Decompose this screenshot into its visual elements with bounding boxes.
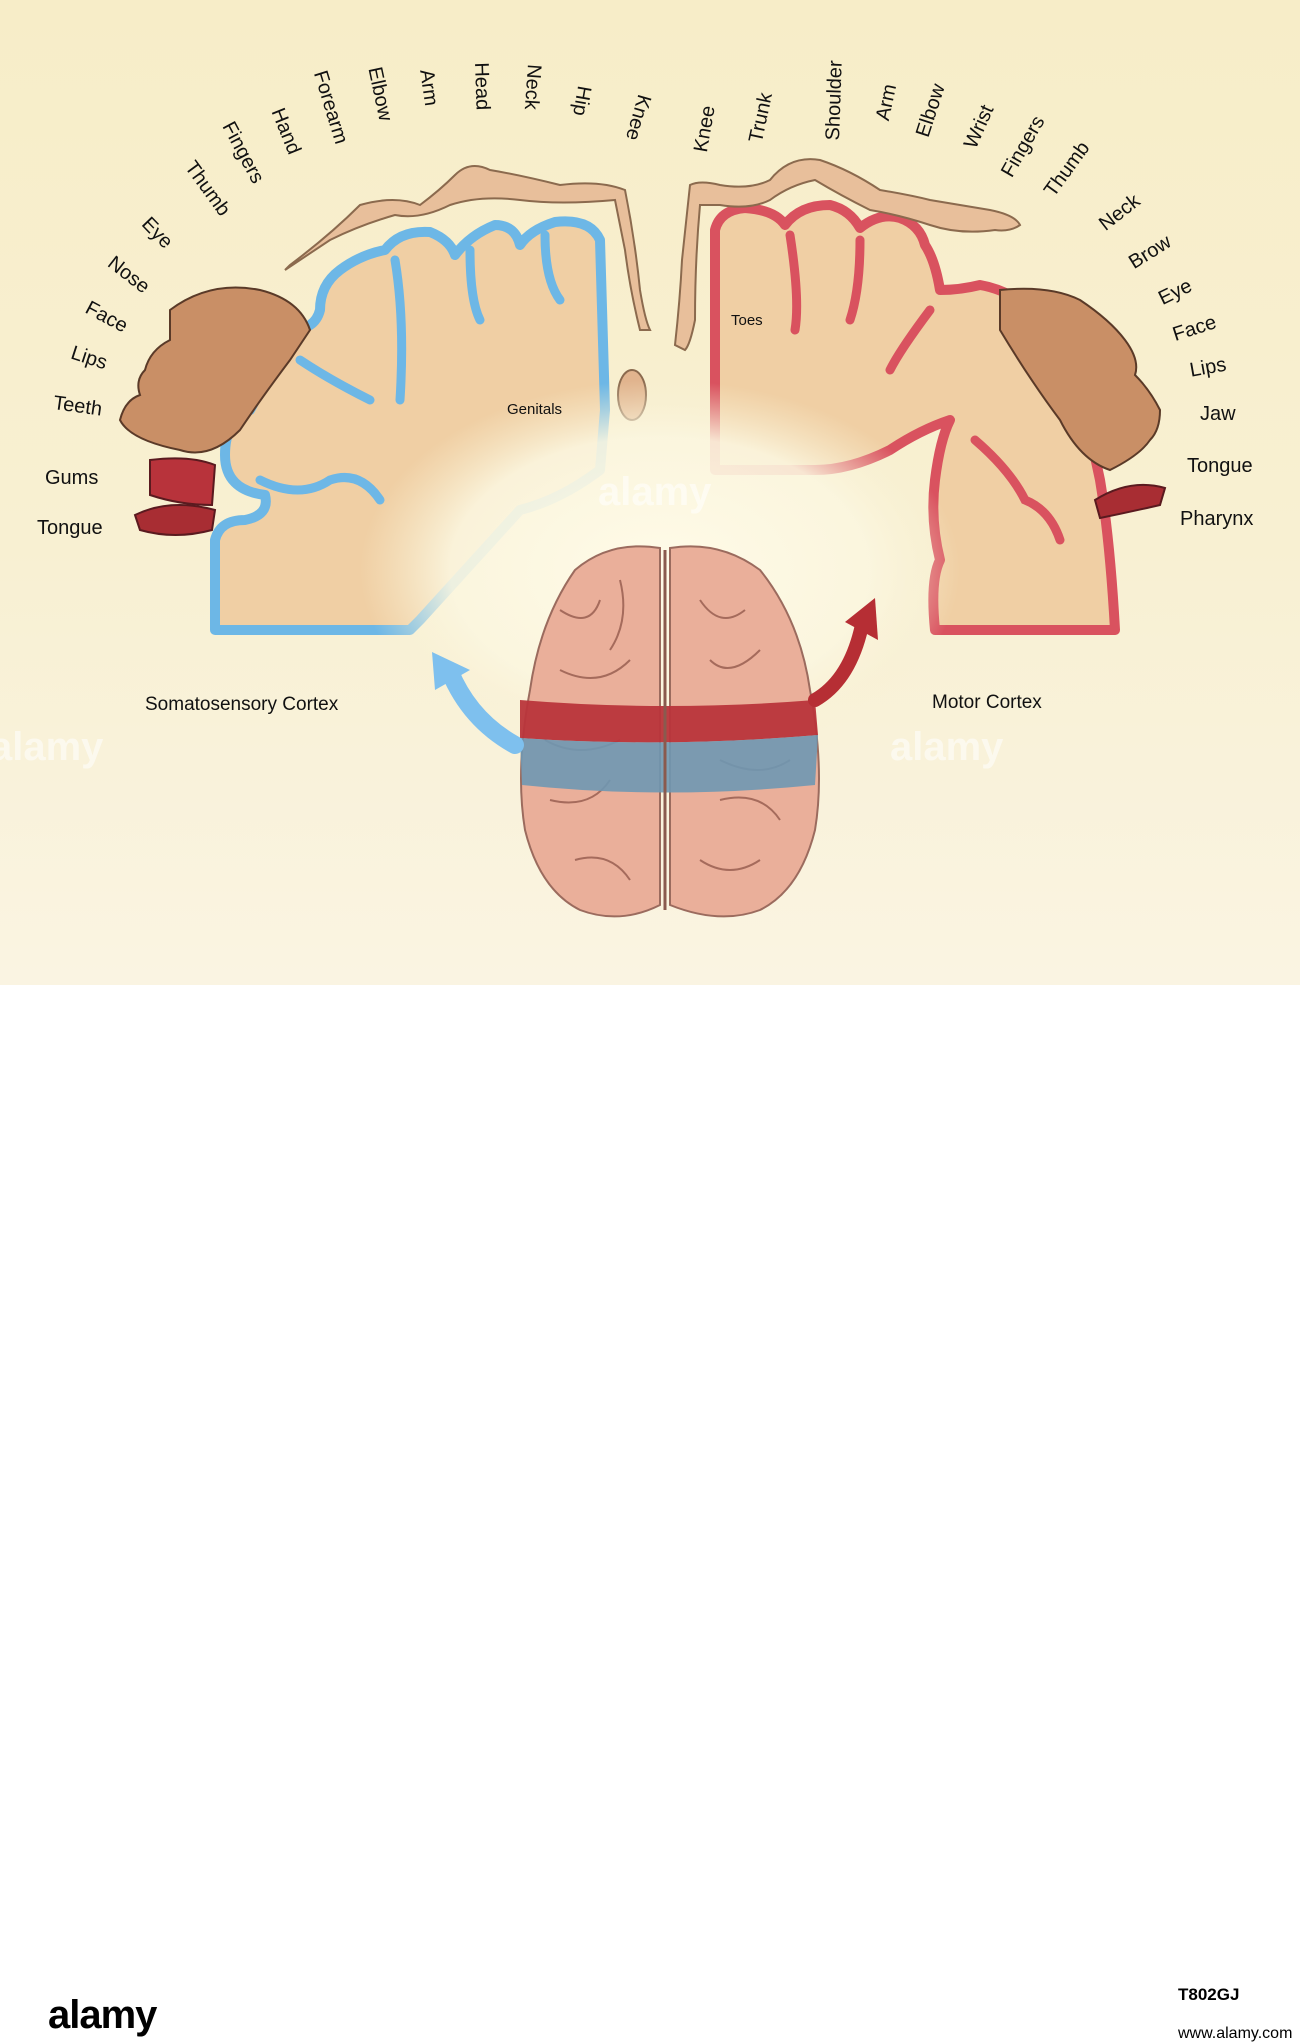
sensory-tongue (133, 504, 217, 536)
motor-arrow (808, 618, 869, 707)
label-arm-sensory: Arm (415, 68, 443, 108)
image-id: T802GJ (1178, 1985, 1240, 2004)
diagram-drawing (118, 158, 1167, 918)
sensory-arrowhead (432, 652, 470, 690)
caption-motor-cortex: Motor Cortex (932, 692, 1042, 713)
label-jaw: Jaw (1200, 403, 1236, 425)
label-gums: Gums (45, 467, 99, 489)
motor-band (520, 700, 818, 743)
label-head: Head (470, 62, 494, 111)
watermark-center: alamy (598, 470, 712, 514)
somatosensory-gyri (210, 216, 610, 635)
label-shoulder: Shoulder (822, 59, 847, 141)
sensory-arrow (441, 663, 524, 754)
somatosensory-cortex-section (118, 165, 652, 635)
motor-arrowhead (845, 598, 878, 640)
label-neck-sensory: Neck (519, 63, 545, 111)
watermark-left: alamy (0, 725, 104, 769)
brain-top-view (432, 545, 878, 918)
somatosensory-sulcus (255, 230, 565, 505)
caption-somatosensory-cortex: Somatosensory Cortex (145, 694, 339, 715)
label-toes: Toes (731, 312, 763, 329)
motor-homunculus-body (673, 158, 1022, 352)
motor-sulcus (785, 230, 1065, 545)
motor-face (999, 287, 1162, 472)
motor-cortex-section (673, 158, 1167, 635)
diagram-canvas: Tongue Gums Teeth Lips Face Nose Eye Thu… (0, 0, 1300, 985)
sensory-face (118, 286, 312, 454)
label-pharynx: Pharynx (1180, 508, 1254, 530)
label-tongue-sensory: Tongue (37, 517, 103, 539)
sensory-teeth-gums (149, 457, 217, 507)
sensory-homunculus-body (284, 165, 652, 331)
motor-tongue (1093, 483, 1167, 520)
watermark-right: alamy (890, 725, 1004, 769)
site-url[interactable]: www.alamy.com (1178, 2025, 1293, 2042)
sensory-band (520, 735, 818, 793)
footer-bar: alamy T802GJ www.alamy.com (0, 985, 1300, 2042)
alamy-logo[interactable]: alamy (48, 1993, 157, 2037)
label-tongue-motor: Tongue (1187, 455, 1253, 477)
label-genitals: Genitals (507, 401, 563, 418)
